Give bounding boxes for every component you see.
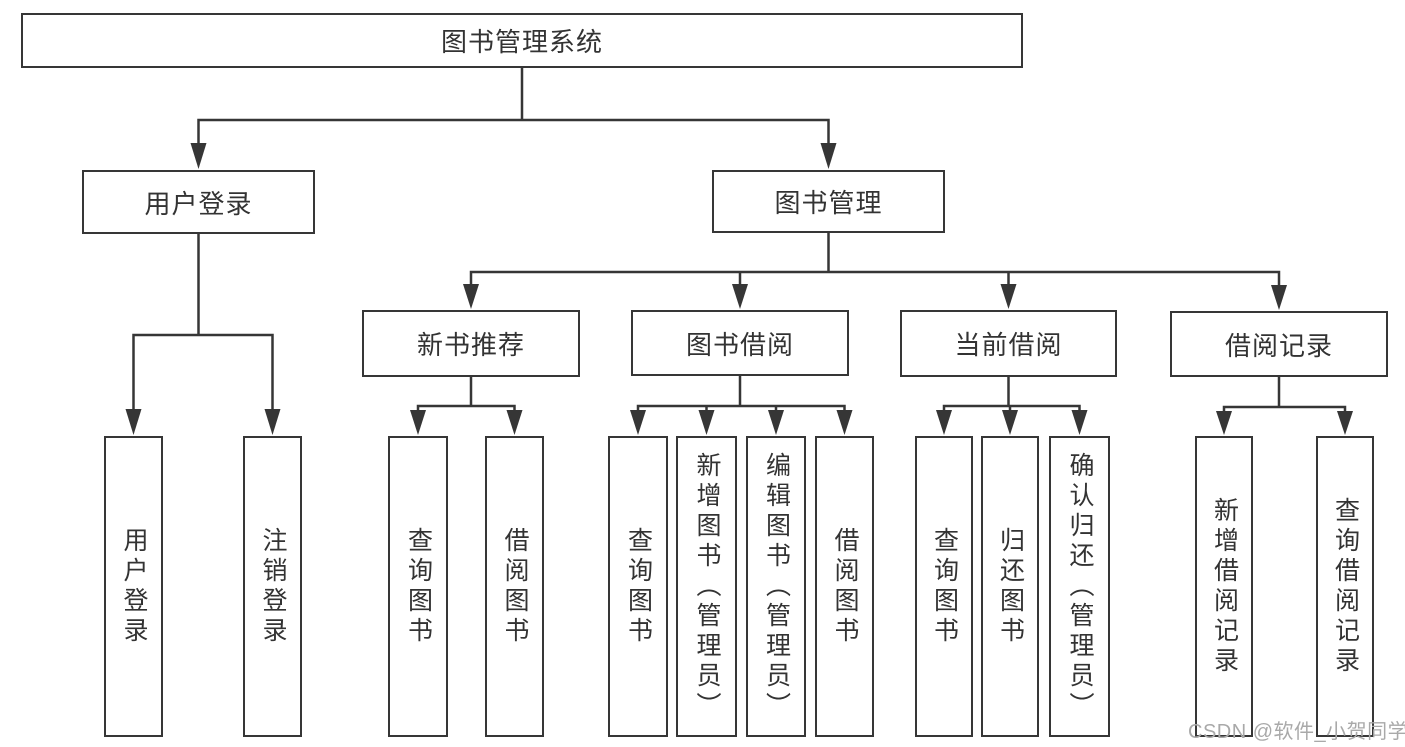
arrowhead — [125, 409, 142, 435]
connector-root-to-level2 — [190, 68, 837, 169]
arrowhead — [1216, 411, 1232, 435]
arrowhead — [463, 284, 479, 309]
node-book-borrowing: 图书借阅 — [631, 310, 849, 376]
arrowhead — [1002, 410, 1018, 435]
arrowhead — [836, 410, 853, 435]
node-confirm-return-admin: 确认归还（管理员） — [1049, 436, 1110, 737]
arrowhead — [768, 410, 784, 435]
arrowhead — [410, 410, 426, 435]
node-logout: 注销登录 — [243, 436, 302, 737]
arrowhead — [1337, 411, 1353, 435]
node-query-borrow-record: 查询借阅记录 — [1316, 436, 1374, 737]
node-query-books-recommend: 查询图书 — [388, 436, 448, 737]
arrowhead — [698, 410, 715, 435]
arrowhead — [190, 143, 207, 169]
arrowhead — [1000, 284, 1017, 309]
node-current-borrowing: 当前借阅 — [900, 310, 1117, 377]
node-borrow-books-recommend: 借阅图书 — [485, 436, 544, 737]
node-book-management-system: 图书管理系统 — [21, 13, 1023, 68]
connector-user-login-branch — [125, 234, 281, 435]
connector-book-management-branch — [463, 233, 1287, 310]
node-book-management: 图书管理 — [712, 170, 945, 233]
watermark: CSDN @软件_小贺同学 — [1188, 721, 1405, 743]
node-return-books: 归还图书 — [981, 436, 1039, 737]
node-borrow-books-borrowing: 借阅图书 — [815, 436, 874, 737]
node-add-book-admin: 新增图书（管理员） — [676, 436, 737, 737]
connector-current-borrowing-branch — [936, 377, 1088, 435]
arrowhead — [1271, 285, 1287, 310]
node-user-login-group: 用户登录 — [82, 170, 315, 234]
connector-new-book-branch — [410, 377, 523, 435]
arrowhead — [820, 143, 837, 169]
node-query-books-borrowing: 查询图书 — [608, 436, 668, 737]
arrowhead — [732, 284, 748, 309]
arrowhead — [506, 410, 523, 435]
arrowhead — [264, 409, 281, 435]
arrowhead — [1071, 410, 1088, 435]
node-edit-book-admin: 编辑图书（管理员） — [746, 436, 806, 737]
arrowhead — [936, 410, 952, 435]
connector-borrow-records-branch — [1216, 377, 1353, 435]
connector-book-borrowing-branch — [630, 376, 853, 435]
arrowhead — [630, 410, 646, 435]
node-query-books-current: 查询图书 — [915, 436, 973, 737]
node-user-login: 用户登录 — [104, 436, 163, 737]
node-borrowing-records: 借阅记录 — [1170, 311, 1388, 377]
node-new-book-recommendation: 新书推荐 — [362, 310, 580, 377]
node-add-borrow-record: 新增借阅记录 — [1195, 436, 1253, 737]
